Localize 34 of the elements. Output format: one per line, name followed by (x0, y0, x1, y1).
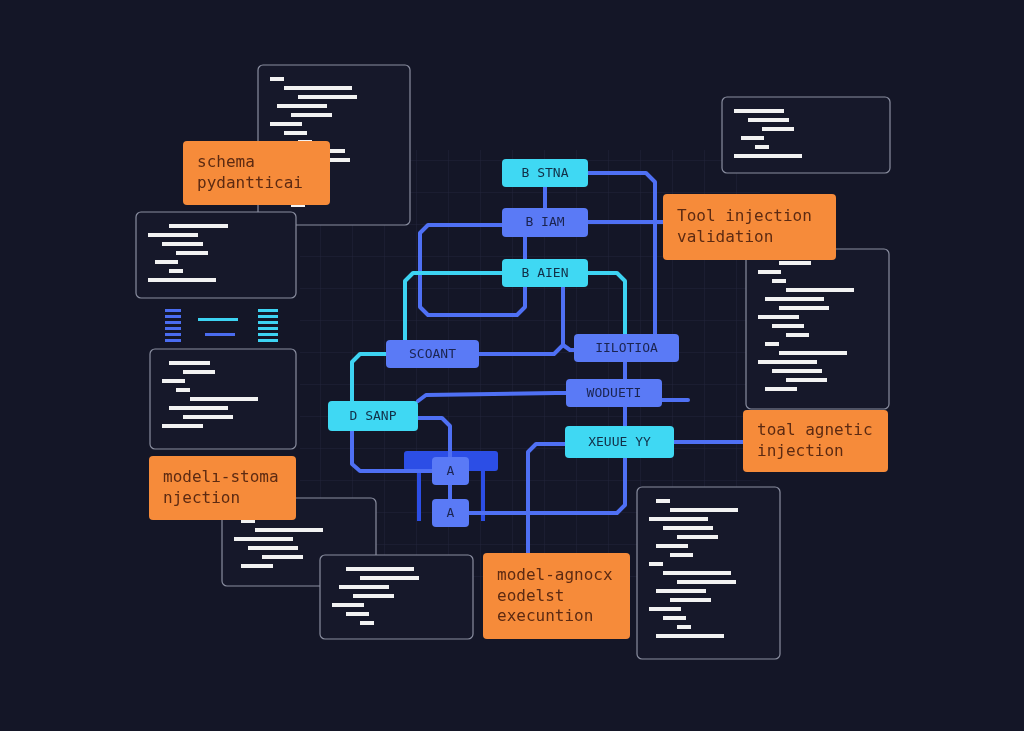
connector-line (448, 483, 452, 501)
process-box: A (432, 457, 469, 485)
note-card: model-agnocx eodelst execuntion (483, 553, 630, 639)
process-box: IILOTIOA (574, 334, 679, 362)
connector-line (418, 223, 527, 317)
connector-line (561, 285, 576, 352)
connector-line (467, 456, 627, 515)
connector-line (623, 360, 627, 381)
process-box: B STNA (502, 159, 588, 187)
process-box: XEUUE YY (565, 426, 674, 458)
connector-line (660, 398, 690, 402)
connector-line (586, 220, 665, 224)
connector-line (543, 185, 547, 210)
process-box: WODUETI (566, 379, 662, 407)
process-box: D SANP (328, 401, 418, 431)
note-card: schema pydantticai (183, 141, 330, 205)
connector-line (403, 271, 504, 342)
connector-line (586, 171, 657, 336)
connector-line (623, 405, 627, 428)
process-box: SCOANT (386, 340, 479, 368)
note-card: Tool injection validation (663, 194, 836, 260)
process-box: A (432, 499, 469, 527)
connector-line (586, 271, 627, 336)
connector-line (523, 235, 527, 261)
connector-line (350, 429, 434, 473)
connector-line (672, 440, 745, 444)
process-box: B AIEN (502, 259, 588, 287)
note-card: toal agnetic injection (743, 410, 888, 472)
connector-line (350, 352, 388, 403)
connector-line (416, 416, 452, 459)
note-card: modelı-stoma njection (149, 456, 296, 520)
process-box: B IAM (502, 208, 588, 237)
connector-line (416, 391, 568, 403)
connector-line (526, 442, 567, 555)
